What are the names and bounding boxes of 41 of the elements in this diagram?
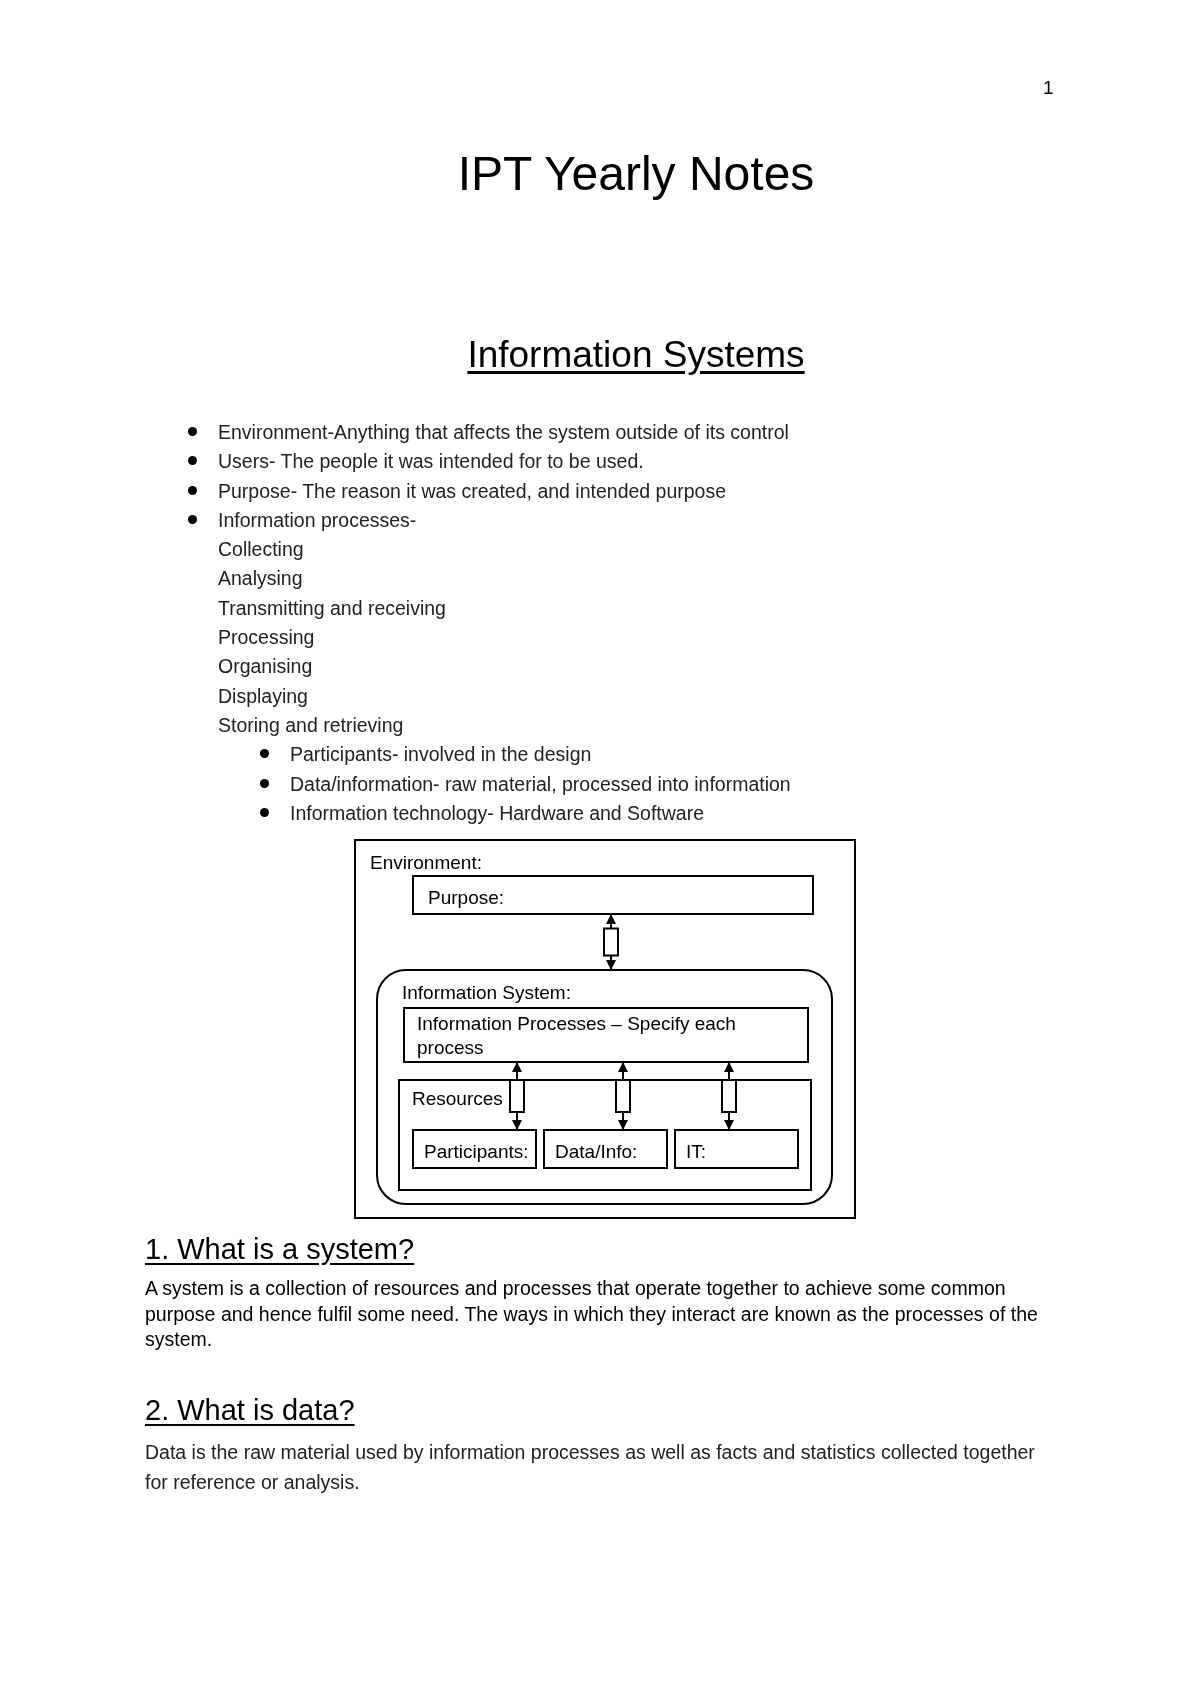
process-box	[403, 1007, 809, 1063]
double-arrow	[721, 1062, 737, 1130]
resources-box	[398, 1079, 812, 1191]
box-label: Data/Info:	[555, 1140, 638, 1164]
list-item: Users- The people it was intended for to be used.	[218, 449, 644, 475]
list-item: Processing	[218, 625, 315, 651]
box-label: Information Processes – Specify each process	[417, 1012, 737, 1060]
resource-box	[674, 1129, 799, 1169]
double-arrow	[603, 914, 619, 970]
box-label: Environment:	[370, 851, 482, 875]
purpose-box	[412, 875, 814, 915]
list-item: Displaying	[218, 683, 308, 709]
answer-paragraph: A system is a collection of resources and processes that operate together to achieve some common purpose and hence fulfil some need. The ways in which they interact are known as the processes of the system.	[145, 1276, 1039, 1352]
page-title: IPT Yearly Notes	[456, 146, 816, 202]
resource-box	[412, 1129, 537, 1169]
double-arrow	[509, 1062, 525, 1130]
resource-box	[543, 1129, 668, 1169]
list-item: Collecting	[218, 537, 304, 563]
list-item: Information technology- Hardware and Software	[290, 800, 705, 826]
box-label: Information System:	[402, 981, 571, 1005]
list-item: Environment-Anything that affects the system outside of its control	[218, 420, 789, 445]
question-heading: 1. What is a system?	[145, 1232, 415, 1266]
system-rounded-box	[376, 969, 833, 1205]
list-item: Purpose- The reason it was created, and intended purpose	[218, 478, 727, 504]
environment-box	[354, 839, 856, 1219]
list-item: Information processes-	[218, 507, 417, 533]
box-label: Participants:	[424, 1140, 529, 1164]
list-item: Storing and retrieving	[218, 712, 404, 738]
section-heading: Information Systems	[467, 333, 805, 377]
list-item: Participants- involved in the design	[290, 742, 592, 768]
list-item: Transmitting and receiving	[218, 595, 446, 621]
page-number: 1	[1043, 76, 1054, 100]
double-arrow	[615, 1062, 631, 1130]
list-item: Data/information- raw material, processed into information	[290, 771, 791, 797]
box-label: IT:	[686, 1140, 707, 1164]
box-label: Purpose:	[428, 886, 505, 910]
answer-paragraph: Data is the raw material used by information processes as well as facts and statistics collected together for reference or analysis.	[145, 1440, 1036, 1495]
list-item: Organising	[218, 654, 313, 680]
box-label: Resources	[412, 1087, 503, 1111]
list-item: Analysing	[218, 566, 303, 592]
question-heading: 2. What is data?	[145, 1393, 355, 1427]
